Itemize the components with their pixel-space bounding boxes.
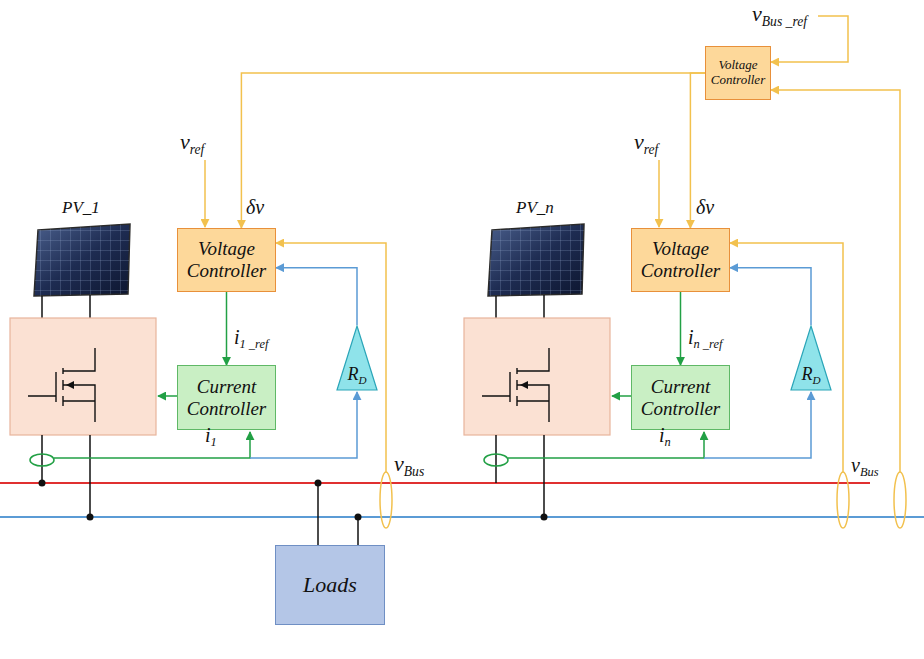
droop-gain-triangle: RD — [336, 325, 378, 391]
signal-connector — [680, 292, 682, 365]
voltage-controller-box: Voltage Controller — [631, 228, 730, 292]
panel-label: PV_1 — [62, 199, 100, 218]
panel-label: PV_n — [516, 199, 554, 218]
signal-name: δv — [696, 196, 714, 218]
signal-connector — [226, 292, 228, 365]
voltage-controller-box: Voltage Controller — [705, 46, 771, 100]
converter-box — [464, 318, 610, 435]
node-text: Voltage Controller — [709, 58, 767, 88]
signal-connector — [276, 268, 357, 325]
signal-name: in — [659, 424, 671, 450]
pv-panel — [488, 224, 584, 296]
node-text: Current Controller — [181, 376, 272, 420]
signal-name: δv — [246, 196, 264, 218]
signal-name: in _ref — [688, 326, 722, 352]
node-text: RD — [347, 364, 366, 387]
voltage-controller-box: Voltage Controller — [177, 228, 276, 292]
node-text: Loads — [303, 572, 357, 597]
signal-name: i1 _ref — [234, 326, 268, 352]
reference-signal: vBus _ref — [752, 2, 807, 29]
load-box: Loads — [275, 545, 385, 625]
signal-name: vBus — [851, 454, 878, 480]
signal-connector — [730, 268, 811, 325]
converter-box — [10, 318, 156, 435]
reference-signal: vref — [180, 130, 204, 157]
current-controller-box: Current Controller — [631, 365, 730, 430]
droop-gain-triangle: RD — [790, 325, 832, 391]
signal-name: i1 — [205, 424, 217, 450]
signal-name: vBus — [394, 452, 424, 479]
node-text: Current Controller — [635, 376, 726, 420]
signal-connector — [241, 73, 705, 228]
node-text: RD — [801, 364, 820, 387]
current-controller-box: Current Controller — [177, 365, 276, 430]
node-text: Voltage Controller — [181, 238, 272, 282]
pv-panel — [34, 224, 130, 296]
reference-signal: vref — [634, 130, 658, 157]
node-text: Voltage Controller — [635, 238, 726, 282]
